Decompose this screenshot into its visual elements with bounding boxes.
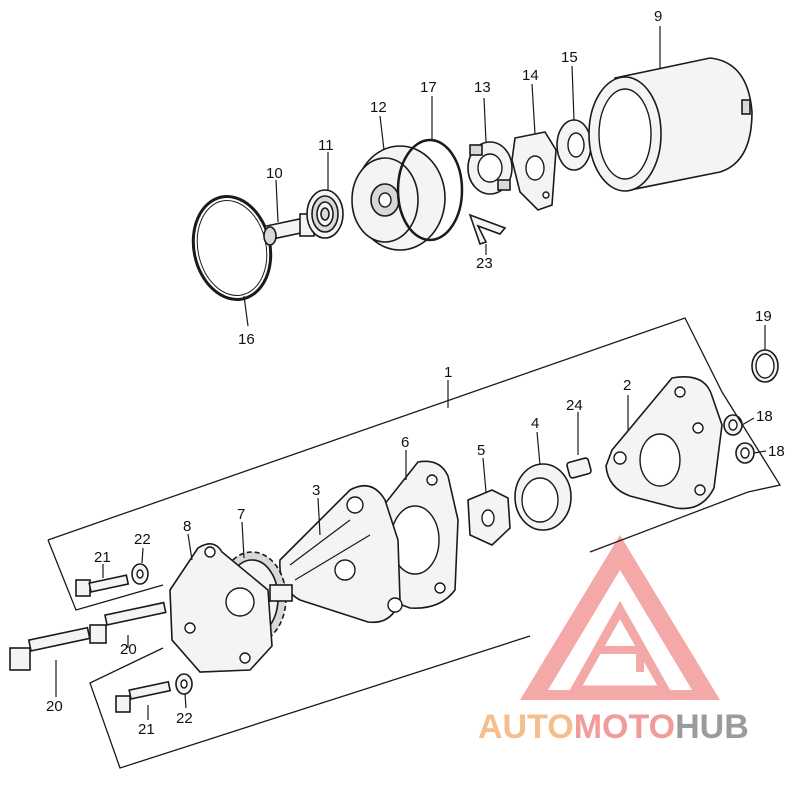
washer-15: [556, 119, 592, 171]
housing-3: [279, 484, 403, 624]
seal-ring-19: [751, 349, 779, 383]
spring-11: [306, 189, 344, 239]
bolt-20-middle: [89, 601, 167, 644]
callout-8: 8: [183, 518, 191, 535]
callout-20-middle: 20: [120, 641, 137, 658]
callout-5: 5: [477, 442, 485, 459]
callout-24: 24: [566, 397, 583, 414]
watermark-text: AUTOMOTOHUB: [478, 708, 749, 746]
bolt-21-lower: [115, 680, 172, 713]
yoke-housing-9: [588, 57, 753, 192]
callout-20-left: 20: [46, 698, 63, 715]
end-cover-12: [351, 145, 446, 251]
callout-2: 2: [623, 377, 631, 394]
callout-14: 14: [522, 67, 539, 84]
callout-21-upper: 21: [94, 549, 111, 566]
callout-21-lower: 21: [138, 721, 155, 738]
callout-18-lower: 18: [768, 443, 785, 460]
clip-23: [468, 213, 507, 246]
callout-22-upper: 22: [134, 531, 151, 548]
callout-7: 7: [237, 506, 245, 523]
callout-1: 1: [444, 364, 452, 381]
washer-22-lower: [175, 673, 193, 695]
gear-cover-8: [169, 543, 273, 673]
callout-17: 17: [420, 79, 437, 96]
callout-labels: 9 15 14 13 17 12 11 10 23 16 19 1 2 24 1…: [46, 8, 785, 738]
dowel-pin-24: [566, 457, 592, 479]
pump-cover-2: [605, 376, 723, 510]
outer-rotor-4: [514, 463, 572, 531]
callout-3: 3: [312, 482, 320, 499]
callout-19: 19: [755, 308, 772, 325]
callout-22-lower: 22: [176, 710, 193, 727]
callout-9: 9: [654, 8, 662, 25]
bolt-20-left: [9, 626, 91, 671]
leader-lines: [55, 26, 767, 720]
callout-11: 11: [318, 137, 334, 154]
callout-6: 6: [401, 434, 409, 451]
o-ring-18-lower: [735, 442, 755, 464]
callout-23: 23: [476, 255, 493, 272]
brush-holder-13: [467, 141, 513, 195]
callout-10: 10: [266, 165, 283, 182]
washer-22-upper: [131, 563, 149, 585]
bolt-21-upper: [75, 574, 130, 597]
callout-13: 13: [474, 79, 491, 96]
assembly-frame: [47, 317, 782, 769]
callout-4: 4: [531, 415, 539, 432]
o-ring-17: [396, 138, 464, 242]
callout-15: 15: [561, 49, 578, 66]
callout-18-upper: 18: [756, 408, 773, 425]
inner-rotor-5: [467, 489, 511, 546]
watermark-logo: [520, 535, 720, 700]
gasket-16: [191, 195, 273, 301]
callout-12: 12: [370, 99, 387, 116]
plate-14: [511, 131, 557, 211]
callout-16: 16: [238, 331, 255, 348]
o-ring-18-upper: [723, 414, 743, 436]
shaft-10: [263, 213, 315, 246]
